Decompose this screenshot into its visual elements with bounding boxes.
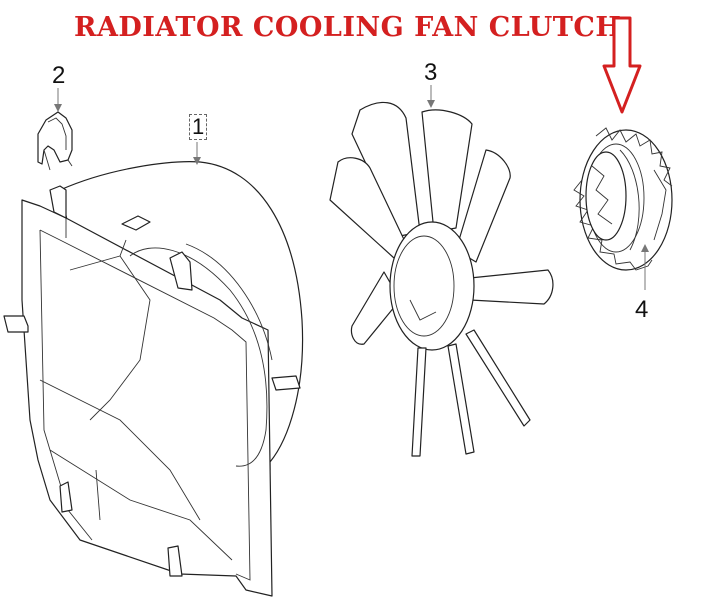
- callout-4-label: 4: [635, 296, 649, 323]
- callout-3-label: 3: [424, 59, 438, 86]
- fan-shroud-part: [3, 161, 304, 597]
- clip-part: [37, 111, 73, 171]
- fan-blade-part: [329, 101, 554, 457]
- callout-4-leader: [641, 244, 649, 290]
- callout-1-leader: [193, 142, 201, 165]
- callout-2-leader: [54, 88, 62, 112]
- fan-clutch-part: [573, 127, 673, 271]
- diagram-title: RADIATOR COOLING FAN CLUTCH: [74, 12, 622, 43]
- callout-2-label: 2: [52, 62, 66, 89]
- red-down-arrow-icon: [602, 16, 642, 114]
- callout-3-leader: [427, 85, 435, 108]
- callout-1-label: 1: [189, 114, 208, 140]
